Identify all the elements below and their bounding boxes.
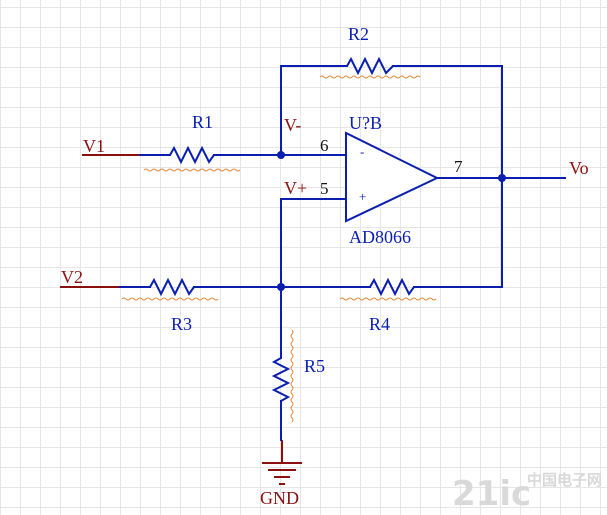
label-r1: R1 [192, 112, 213, 132]
label-v2: V2 [61, 267, 83, 287]
label-gnd: GND [260, 488, 299, 508]
resistor-r5 [271, 357, 291, 402]
watermark-logo: 21ic 中国电子网 [452, 471, 602, 514]
opamp-inverting-sign: - [360, 144, 364, 159]
label-opamp-ref: U?B [349, 113, 382, 133]
label-vo: Vo [569, 158, 589, 178]
resistor-r1 [169, 145, 215, 165]
label-r2: R2 [348, 24, 369, 44]
underline-r4 [339, 297, 437, 301]
label-r3: R3 [171, 314, 192, 334]
label-r5: R5 [304, 356, 325, 376]
label-v-minus: V- [284, 115, 301, 135]
resistor-r4 [369, 277, 415, 297]
label-pin-5: 5 [320, 179, 329, 198]
label-opamp-part: AD8066 [349, 227, 411, 247]
label-pin-7: 7 [454, 157, 463, 176]
resistor-r2 [346, 56, 394, 76]
watermark-brand: 21ic [452, 474, 531, 514]
opamp-symbol [345, 131, 440, 223]
junction-vminus [277, 151, 285, 159]
wires [119, 65, 566, 441]
resistor-r3 [149, 277, 195, 297]
underline-r5 [290, 329, 294, 423]
label-r4: R4 [369, 314, 390, 334]
junction-output [498, 174, 506, 182]
label-v1: V1 [83, 136, 105, 156]
underline-r3 [121, 297, 219, 301]
opamp-noninverting-sign: + [359, 189, 366, 204]
ground-symbol [262, 462, 302, 485]
junction-vplus-node [277, 283, 285, 291]
underline-r1 [143, 168, 241, 172]
watermark-site: 中国电子网 [527, 471, 602, 489]
label-pin-6: 6 [320, 136, 329, 155]
label-v-plus: V+ [284, 178, 307, 198]
underline-r2 [319, 75, 421, 79]
